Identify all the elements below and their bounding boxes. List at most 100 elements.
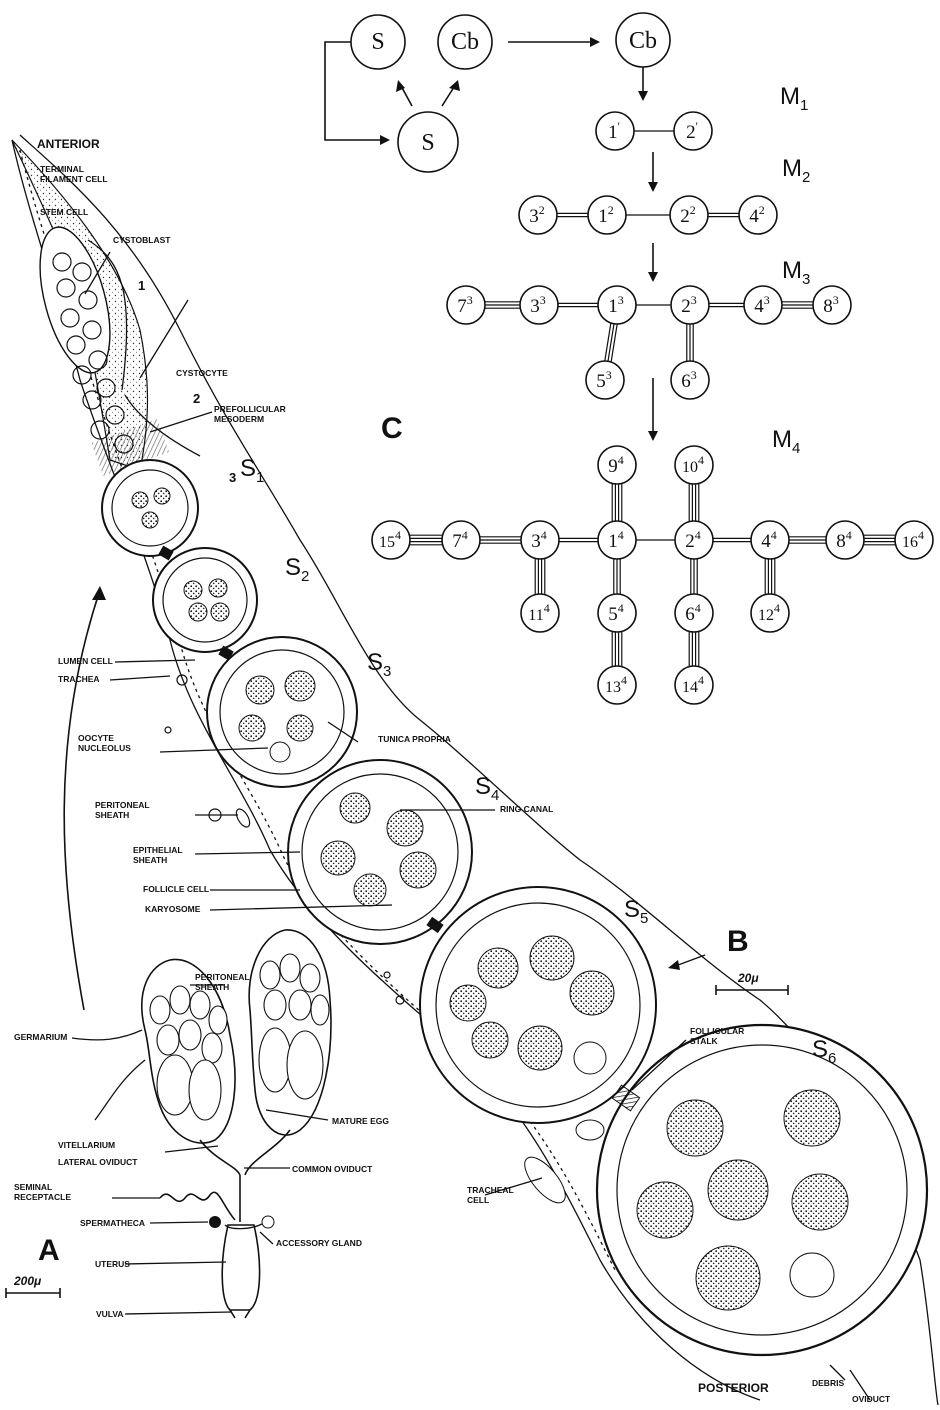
- cystocyte-node: 84: [826, 521, 864, 559]
- cystocyte-node: 63: [671, 361, 709, 399]
- cystocyte-node: 14: [598, 521, 636, 559]
- egg-chamber-s1: [102, 460, 198, 556]
- seminal-receptacle-label: SEMINAL: [14, 1182, 52, 1192]
- cystocyte-node: 1': [596, 112, 634, 150]
- karyosome-label: KARYOSOME: [145, 904, 201, 914]
- mitosis-labels: M1 M2 M3 M4: [772, 83, 810, 457]
- egg-chamber-s2: [153, 548, 257, 652]
- stage-s1-label: S1: [240, 455, 264, 486]
- prefollicular-mesoderm-label: PREFOLLICULAR: [214, 404, 286, 414]
- cystocyte-node: 144: [675, 666, 713, 704]
- svg-text:S: S: [421, 130, 434, 156]
- region-1-label: 1: [138, 278, 145, 293]
- m3-label: M3: [782, 257, 810, 288]
- region-3-label: 3: [229, 470, 236, 485]
- ring-canal-line: [611, 324, 617, 361]
- cystocyte-node: 33: [520, 286, 558, 324]
- cystoblast-node: Cb: [438, 15, 492, 69]
- cystocyte-node: 124: [751, 594, 789, 632]
- stage-s3-label: S3: [367, 649, 391, 680]
- m2-label: M2: [782, 155, 810, 186]
- spermatheca-label: SPERMATHECA: [80, 1218, 145, 1228]
- common-oviduct-label: COMMON OVIDUCT: [292, 1164, 373, 1174]
- posterior-label: POSTERIOR: [698, 1381, 769, 1395]
- cystocyte-node: 24: [675, 521, 713, 559]
- cystocyte-node: 154: [372, 521, 410, 559]
- cystocyte-node: 73: [447, 286, 485, 324]
- cystocyte-node: 164: [895, 521, 933, 559]
- cystocyte-node: 22: [670, 196, 708, 234]
- ring-canal-line: [605, 323, 611, 360]
- cystocyte-node: 34: [521, 521, 559, 559]
- peritoneal-sheath-a-label-2: SHEATH: [195, 982, 229, 992]
- stem-cell-node: S: [351, 15, 405, 69]
- panel-c-letter: C: [381, 412, 403, 445]
- cystocyte-node: 32: [519, 196, 557, 234]
- stage-s4-label: S4: [475, 773, 499, 804]
- oocyte-nucleolus-label: OOCYTE: [78, 733, 114, 743]
- peritoneal-sheath-b-label: PERITONEAL: [95, 800, 150, 810]
- cystocyte-node: 12: [588, 196, 626, 234]
- panel-c-lineage: C S Cb S Cb: [325, 13, 933, 704]
- scale-bar-b-label: 20μ: [737, 971, 759, 985]
- trachea-label: TRACHEA: [58, 674, 100, 684]
- cystocyte-node: 2': [674, 112, 712, 150]
- stage-s5-label: S5: [624, 896, 648, 927]
- stem-cell-daughter-node: S: [398, 112, 458, 172]
- debris-label: DEBRIS: [812, 1378, 844, 1388]
- svg-text:Cb: Cb: [451, 29, 479, 55]
- cystocyte-node: 104: [675, 446, 713, 484]
- anterior-label: ANTERIOR: [37, 137, 100, 151]
- terminal-filament-cell-label-2: FILAMENT CELL: [40, 174, 108, 184]
- terminal-filament-cell-label: TERMINAL: [40, 164, 84, 174]
- cystocyte-node: 134: [598, 666, 636, 704]
- epithelial-sheath-label-2: SHEATH: [133, 855, 167, 865]
- cystocyte-node: 74: [442, 521, 480, 559]
- scale-bar-a-label: 200μ: [13, 1274, 42, 1288]
- cystocyte-node: 13: [598, 286, 636, 324]
- cystocyte-node: 114: [521, 594, 559, 632]
- germarium-label: GERMARIUM: [14, 1032, 67, 1042]
- prefollicular-mesoderm-label-2: MESODERM: [214, 414, 264, 424]
- follicle-cell-label: FOLLICLE CELL: [143, 884, 209, 894]
- cystocyte-node: 42: [739, 196, 777, 234]
- svg-text:S: S: [371, 29, 384, 55]
- cystocyte-node: 23: [671, 286, 709, 324]
- egg-chamber-s3: [207, 637, 357, 787]
- accessory-gland-label: ACCESSORY GLAND: [276, 1238, 362, 1248]
- ring-canal-label: RING CANAL: [500, 804, 553, 814]
- cystocyte-node: 54: [598, 594, 636, 632]
- ovariole-panel-b: [12, 135, 938, 1405]
- ring-canal-line: [608, 324, 614, 361]
- m4-label: M4: [772, 426, 800, 457]
- mature-egg-label: MATURE EGG: [332, 1116, 389, 1126]
- epithelial-sheath-label: EPITHELIAL: [133, 845, 183, 855]
- vitellarium-label: VITELLARIUM: [58, 1140, 115, 1150]
- cystocyte-node: 53: [586, 361, 624, 399]
- panel-a-letter: A: [38, 1234, 60, 1267]
- tunica-propria-label: TUNICA PROPRIA: [378, 734, 451, 744]
- cystocyte-label: CYSTOCYTE: [176, 368, 228, 378]
- lateral-oviduct-label: LATERAL OVIDUCT: [58, 1157, 138, 1167]
- lumen-cell-label: LUMEN CELL: [58, 656, 113, 666]
- follicular-stalk-label-2: STALK: [690, 1036, 719, 1046]
- region-2-label: 2: [193, 391, 200, 406]
- tracheal-cell-label: TRACHEAL: [467, 1185, 514, 1195]
- cystoblast-right-node: Cb: [616, 13, 670, 67]
- cystocyte-node: 43: [744, 286, 782, 324]
- oviduct-label: OVIDUCT: [852, 1394, 891, 1404]
- cystocyte-node: 83: [813, 286, 851, 324]
- peritoneal-sheath-a-label: PERITONEAL: [195, 972, 250, 982]
- svg-text:Cb: Cb: [629, 28, 657, 54]
- stage-s2-label: S2: [285, 554, 309, 585]
- peritoneal-sheath-b-label-2: SHEATH: [95, 810, 129, 820]
- seminal-receptacle-label-2: RECEPTACLE: [14, 1192, 71, 1202]
- tracheal-cell-label-2: CELL: [467, 1195, 489, 1205]
- cystocyte-node: 44: [751, 521, 789, 559]
- m1-label: M1: [780, 83, 808, 114]
- follicular-stalk-label: FOLLICULAR: [690, 1026, 744, 1036]
- cystocyte-node: 64: [675, 594, 713, 632]
- cystocyte-node: 94: [598, 446, 636, 484]
- cystoblast-label: CYSTOBLAST: [113, 235, 171, 245]
